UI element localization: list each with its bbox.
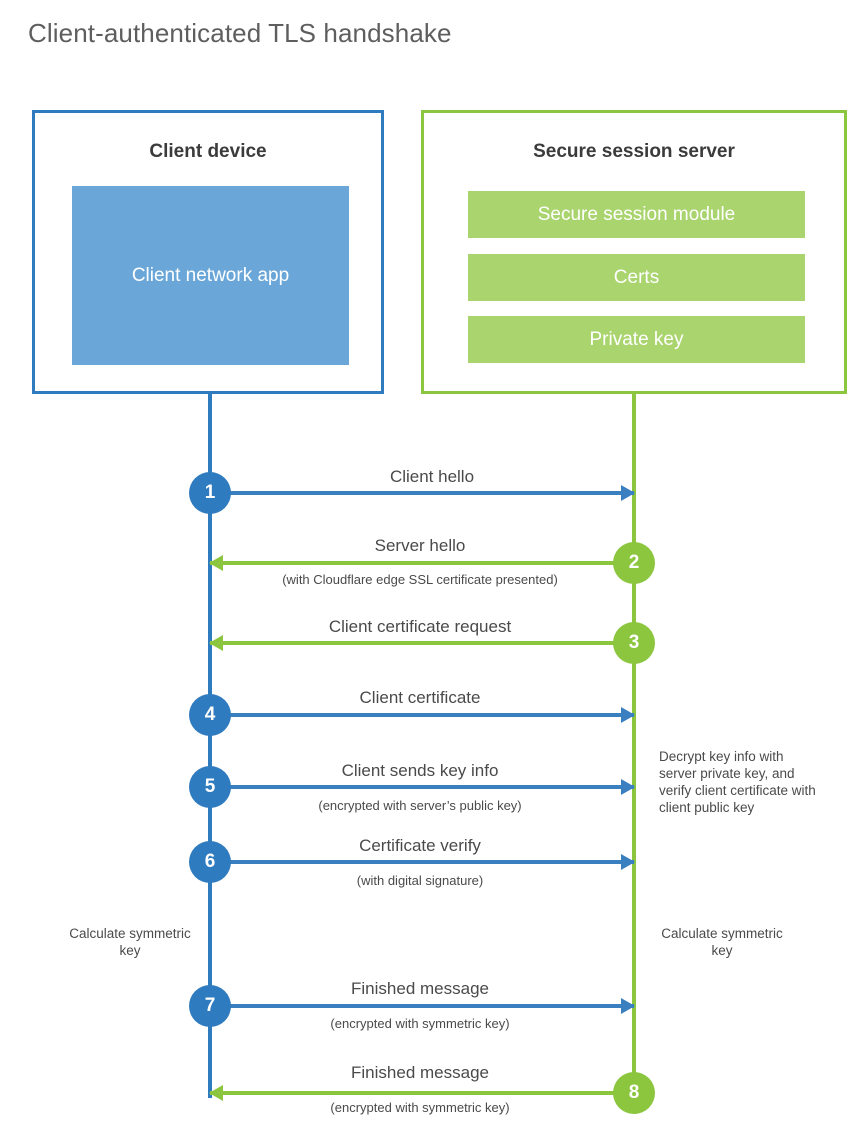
arrow-step-5 <box>210 779 635 795</box>
step-circle-1[interactable]: 1 <box>189 472 231 514</box>
arrow-label-step-3: Client certificate request <box>328 617 512 636</box>
client-network-app-block: Client network app <box>72 186 349 365</box>
arrow-label-step-2: Server hello <box>374 536 466 555</box>
server-component-private-key: Private key <box>468 316 805 363</box>
arrow-step-2 <box>209 555 634 571</box>
arrowhead-right-icon <box>621 707 635 723</box>
secure-session-server-title: Secure session server <box>533 141 735 162</box>
step-circle-8[interactable]: 8 <box>613 1072 655 1114</box>
client-device-box: Client device Client network app <box>32 110 384 394</box>
client-device-title: Client device <box>149 141 267 162</box>
arrowhead-right-icon <box>621 779 635 795</box>
server-component-secure-session-module: Secure session module <box>468 191 805 238</box>
arrow-step-1 <box>210 485 635 501</box>
arrow-sublabel-step-7: (encrypted with symmetric key) <box>330 1016 510 1031</box>
arrowhead-left-icon <box>209 635 223 651</box>
step-circle-3[interactable]: 3 <box>613 622 655 664</box>
note-server-decrypt: Decrypt key info with server private key… <box>659 749 816 815</box>
secure-session-server-box: Secure session server Secure session mod… <box>421 110 847 394</box>
arrowhead-right-icon <box>621 998 635 1014</box>
step-circle-5[interactable]: 5 <box>189 766 231 808</box>
arrow-label-step-8: Finished message <box>351 1063 489 1082</box>
arrow-step-3 <box>209 635 634 651</box>
step-circle-4[interactable]: 4 <box>189 694 231 736</box>
arrow-step-4 <box>210 707 635 723</box>
arrow-label-step-1: Client hello <box>389 467 475 486</box>
arrowhead-left-icon <box>209 555 223 571</box>
arrow-sublabel-step-2: (with Cloudflare edge SSL certificate pr… <box>282 572 558 587</box>
arrowhead-right-icon <box>621 485 635 501</box>
step-circle-6[interactable]: 6 <box>189 841 231 883</box>
note-client-calculate-symmetric-key: Calculate symmetric key <box>69 926 191 958</box>
note-server-calculate-symmetric-key: Calculate symmetric key <box>661 926 783 958</box>
step-circle-2[interactable]: 2 <box>613 542 655 584</box>
arrow-step-7 <box>210 998 635 1014</box>
arrow-step-8 <box>209 1085 634 1101</box>
arrow-sublabel-step-6: (with digital signature) <box>356 873 484 888</box>
server-component-certs: Certs <box>468 254 805 301</box>
server-lifeline <box>632 393 636 1093</box>
client-lifeline <box>208 393 212 1098</box>
arrow-label-step-5: Client sends key info <box>341 761 499 780</box>
arrow-sublabel-step-5: (encrypted with server’s public key) <box>318 798 522 813</box>
arrow-step-6 <box>210 854 635 870</box>
arrow-label-step-6: Certificate verify <box>359 836 481 855</box>
arrowhead-right-icon <box>621 854 635 870</box>
arrow-label-step-7: Finished message <box>351 979 489 998</box>
arrow-sublabel-step-8: (encrypted with symmetric key) <box>330 1100 510 1115</box>
arrowhead-left-icon <box>209 1085 223 1101</box>
page-title: Client-authenticated TLS handshake <box>28 18 452 48</box>
step-circle-7[interactable]: 7 <box>189 985 231 1027</box>
arrow-label-step-4: Client certificate <box>359 688 481 707</box>
